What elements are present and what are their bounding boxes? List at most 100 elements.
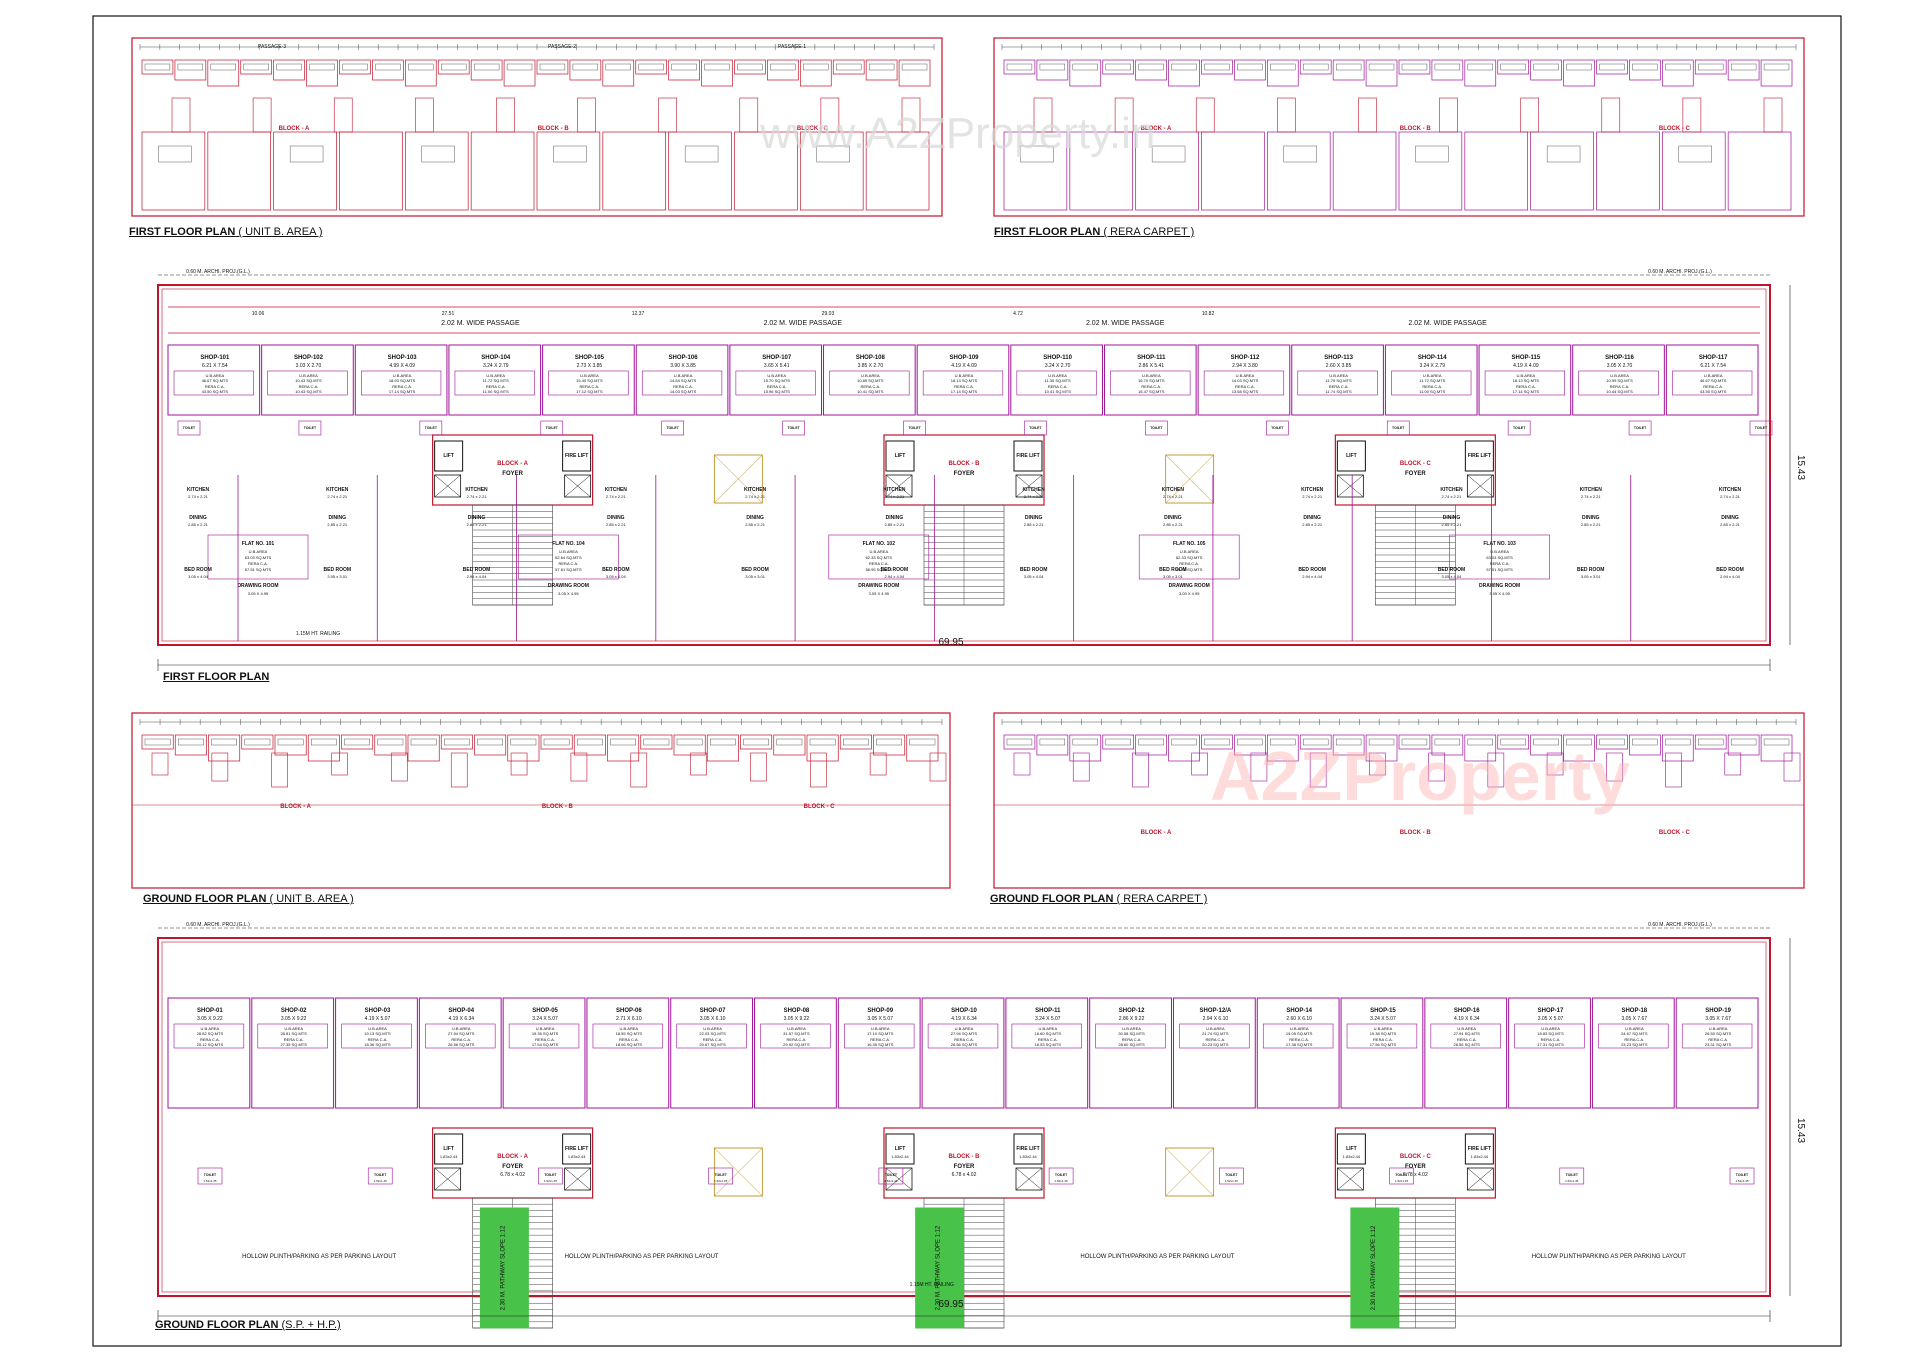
area-box: [257, 1023, 328, 1049]
toilet-size: 1.52x1.45: [714, 1179, 728, 1183]
watermark-mid: A2ZProperty: [1210, 737, 1630, 815]
ub-value: 24.67 SQ.MTS: [1621, 1031, 1648, 1036]
ub-value: 10.89 SQ.MTS: [857, 378, 884, 383]
bed-room-label: BED ROOM: [1298, 567, 1326, 573]
rera-value: 28.60 SQ.MTS: [1118, 1042, 1145, 1047]
ub-value: 27.94 SQ.MTS: [1454, 1031, 1481, 1036]
shop-size: 3.65 X 5.41: [764, 363, 790, 369]
ground-floor-plan: 0.60 M. ARCHI. PROJ.(G.L.)0.60 M. ARCHI.…: [157, 922, 1791, 1329]
bed-room-size: 2.94 x 4.04: [1302, 574, 1323, 579]
toilet-label: TOILET: [1392, 426, 1405, 430]
rera-label: RERA C.A.: [1141, 384, 1161, 389]
shop-name: SHOP-108: [856, 355, 886, 361]
step-outline: [510, 752, 528, 776]
block-label: BLOCK - A: [1141, 830, 1172, 836]
block-label: BLOCK - C: [1659, 126, 1691, 132]
bed-room-size: 2.94 x 4.04: [1720, 574, 1741, 579]
ub-label: U.B.AREA: [1142, 373, 1161, 378]
toilet-outline: [367, 1167, 393, 1185]
ub-value: 31.57 SQ.MTS: [783, 1031, 810, 1036]
shop-size: 2.73 X 3.85: [577, 363, 603, 369]
flat-area-box: [207, 534, 309, 580]
shop-outline: [1596, 59, 1628, 75]
area-box: [704, 63, 730, 71]
fire-lift-shaft: [1464, 1133, 1494, 1165]
fire-lift-label: FIRE LIFT: [565, 453, 588, 459]
shop-outline: [640, 734, 673, 750]
toilet-outline: [177, 420, 201, 436]
cutout-outline: [564, 1167, 592, 1191]
area-box: [1598, 1023, 1669, 1049]
area-box: [1500, 63, 1526, 71]
shop-outline: [1266, 734, 1299, 762]
ub-value: 19.35 SQ.MTS: [532, 1031, 559, 1036]
area-box: [1297, 370, 1378, 396]
shop-name: SHOP-03: [365, 1008, 391, 1014]
area-box: [803, 63, 829, 71]
flat-outline: [1661, 131, 1726, 211]
area-box: [1335, 738, 1362, 746]
area-box: [1072, 738, 1098, 746]
ub-label: U.B.AREA: [1048, 373, 1067, 378]
rera-value: 27.35 SQ.MTS: [280, 1042, 307, 1047]
rera-label: RERA C.A.: [787, 1037, 807, 1042]
open-cutout: [1165, 454, 1215, 504]
area-box: [760, 1023, 831, 1049]
flat-outline: [1201, 131, 1265, 211]
area-box: [1632, 63, 1658, 71]
cutout: [1336, 474, 1364, 498]
ub-label: U.B.AREA: [201, 1026, 220, 1031]
shop-name: SHOP-12: [1119, 1008, 1145, 1014]
shop-name: SHOP-116: [1605, 355, 1634, 361]
step-outline: [1369, 752, 1386, 776]
passage-label: PASSAGE-3: [258, 44, 286, 50]
kitchen-size: 2.74 x 2.21: [1302, 494, 1323, 499]
ub-value: 10.43 SQ.MTS: [295, 378, 322, 383]
area-box: [267, 370, 348, 396]
rera-label: RERA C.A.: [1038, 1037, 1058, 1042]
rera-label: RERA C.A.: [1624, 1037, 1644, 1042]
shop-outline: [906, 734, 939, 762]
area-box: [477, 738, 503, 746]
block-label: BLOCK - C: [1659, 830, 1691, 836]
area-box: [922, 370, 1004, 396]
shop-outline: [1497, 734, 1530, 750]
fire-lift-shaft: [1013, 440, 1043, 472]
shop-outline: [341, 734, 374, 750]
dining-size: 2.85 x 2.21: [884, 522, 905, 527]
cutout-diagonal: [1337, 1167, 1364, 1191]
ub-label: U.B.AREA: [869, 549, 888, 554]
core-wall: [171, 97, 191, 133]
ub-label: U.B.AREA: [249, 549, 268, 554]
foyer-label: FOYER: [954, 1164, 975, 1170]
shop-name: SHOP-15: [1370, 1008, 1396, 1014]
toilet-label: TOILET: [183, 426, 196, 430]
area-box: [341, 1023, 412, 1049]
shop-name: SHOP-114: [1418, 355, 1447, 361]
shop-name: SHOP-107: [762, 355, 792, 361]
area-box: [144, 738, 171, 746]
shop-outline: [418, 997, 502, 1109]
shop-size: 2.86 X 5.41: [1139, 363, 1165, 369]
area-box: [1672, 370, 1753, 396]
shop-size: 2.71 X 6.10: [616, 1016, 642, 1022]
ub-value: 21.74 SQ.MTS: [1202, 1031, 1229, 1036]
flat-area-box: [1020, 145, 1054, 163]
core-wall: [658, 97, 677, 133]
area-box: [1401, 63, 1428, 71]
dimension-label: 10.82: [1202, 311, 1215, 317]
shop-outline: [174, 734, 207, 756]
step-outline: [450, 752, 468, 788]
pathway-label: 2.30 M. PATHWAY SLOPE 1:12: [500, 1225, 506, 1310]
area-box: [1681, 1023, 1753, 1049]
core-wall: [1682, 97, 1702, 133]
area-box: [1665, 63, 1691, 71]
kitchen-size: 2.74 x 2.21: [1024, 494, 1045, 499]
drawing-room-size: 3.05 X 4.95: [558, 591, 579, 596]
step-outline: [570, 752, 588, 782]
toilet-outline: [1729, 1167, 1755, 1185]
shop-outline: [740, 734, 773, 750]
bed-room-label: BED ROOM: [1159, 567, 1187, 573]
shop-outline: [1332, 734, 1365, 756]
shop-name: SHOP-08: [784, 1008, 810, 1014]
